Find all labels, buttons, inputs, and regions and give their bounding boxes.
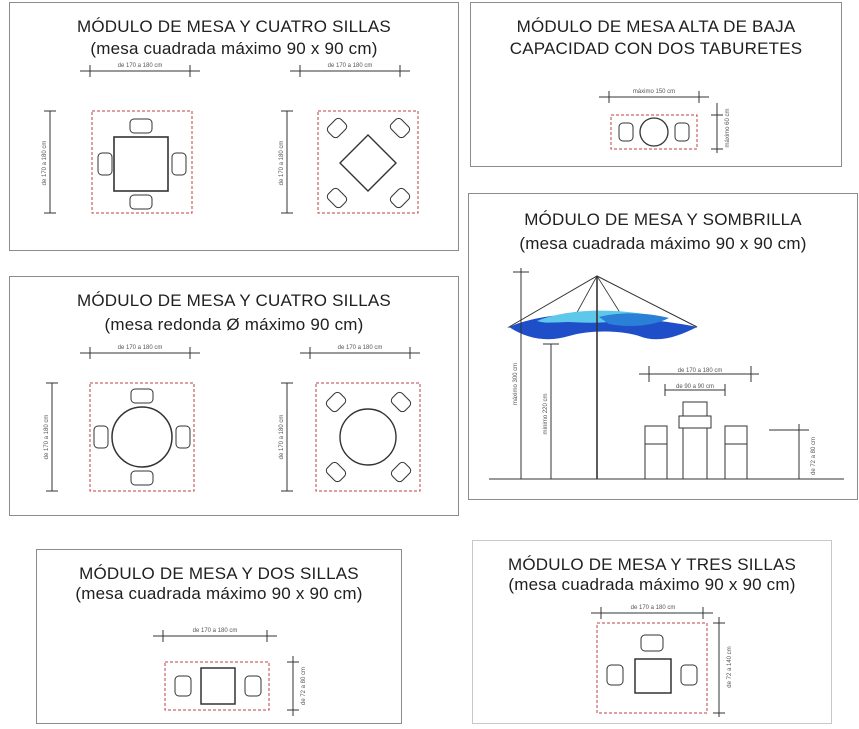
dim-width-label: de 170 a 180 cm <box>118 345 163 351</box>
dim-width-label: de 170 a 180 cm <box>193 628 238 634</box>
dim-min-height: mínimo 220 cm <box>543 393 549 434</box>
dim-height-label: máximo 60 cm <box>725 108 731 147</box>
panel-title: MÓDULO DE MESA ALTA DE BAJA <box>516 17 796 36</box>
dim-height-label: de 170 a 180 cm <box>279 415 285 460</box>
dim-width-label: de 170 a 180 cm <box>631 605 676 611</box>
panel-three-chairs: MÓDULO DE MESA Y TRES SILLAS (mesa cuadr… <box>472 540 832 724</box>
panel-title: MÓDULO DE MESA Y DOS SILLAS <box>79 564 359 583</box>
four-chairs-square-drawing: de 170 a 180 cm de 170 a 180 cm de 170 a… <box>42 63 419 214</box>
dim-height-label: de 72 a 140 cm <box>727 646 733 687</box>
panel-subtitle: (mesa cuadrada máximo 90 x 90 cm) <box>508 575 796 594</box>
dim-width-label: máximo 150 cm <box>633 89 675 95</box>
panel-subtitle: (mesa cuadrada máximo 90 x 90 cm) <box>75 584 363 603</box>
dim-total-height: máximo 300 cm <box>513 363 519 405</box>
dim-height-label: de 170 a 180 cm <box>44 415 50 460</box>
dim-width-label: de 170 a 180 cm <box>678 368 723 374</box>
panel-subtitle: CAPACIDAD CON DOS TABURETES <box>509 39 803 58</box>
high-table-stools-drawing: máximo 150 cm máximo 60 cm <box>599 89 731 153</box>
dim-height-label: de 170 a 180 cm <box>42 141 48 186</box>
dim-height-label: de 72 a 80 cm <box>811 437 817 475</box>
panel-subtitle: (mesa cuadrada máximo 90 x 90 cm) <box>90 39 378 58</box>
panel-title: MÓDULO DE MESA Y CUATRO SILLAS <box>77 17 391 36</box>
two-chairs-drawing: de 170 a 180 cm de 72 a 80 cm <box>153 628 307 716</box>
dim-height-label: de 72 a 80 cm <box>301 667 307 705</box>
panel-subtitle: (mesa cuadrada máximo 90 x 90 cm) <box>519 234 807 253</box>
panel-high-table-stools: MÓDULO DE MESA ALTA DE BAJA CAPACIDAD CO… <box>470 2 842 167</box>
table-umbrella-drawing: máximo 300 cm mínimo 220 cm de 170 a 180… <box>489 268 844 480</box>
panel-four-chairs-round: MÓDULO DE MESA Y CUATRO SILLAS (mesa red… <box>9 276 459 516</box>
panel-title: MÓDULO DE MESA Y TRES SILLAS <box>507 555 797 574</box>
dim-height-label: de 170 a 180 cm <box>279 141 285 186</box>
dim-width-label: de 170 a 180 cm <box>118 63 163 69</box>
dim-table-label: de 90 a 90 cm <box>676 384 714 390</box>
four-chairs-round-drawing: de 170 a 180 cm de 170 a 180 cm de 170 a… <box>44 345 421 492</box>
dim-width-label: de 170 a 180 cm <box>338 345 383 351</box>
dim-width-label: de 170 a 180 cm <box>328 63 373 69</box>
panel-four-chairs-square: MÓDULO DE MESA Y CUATRO SILLAS (mesa cua… <box>9 2 459 251</box>
panel-two-chairs: MÓDULO DE MESA Y DOS SILLAS (mesa cuadra… <box>36 549 402 724</box>
panel-subtitle: (mesa redonda Ø máximo 90 cm) <box>104 315 364 334</box>
three-chairs-drawing: de 170 a 180 cm de 72 a 140 cm <box>591 605 733 717</box>
panel-title: MÓDULO DE MESA Y SOMBRILLA <box>524 210 802 229</box>
panel-title: MÓDULO DE MESA Y CUATRO SILLAS <box>77 291 391 310</box>
panel-table-umbrella: MÓDULO DE MESA Y SOMBRILLA (mesa cuadrad… <box>468 193 858 500</box>
